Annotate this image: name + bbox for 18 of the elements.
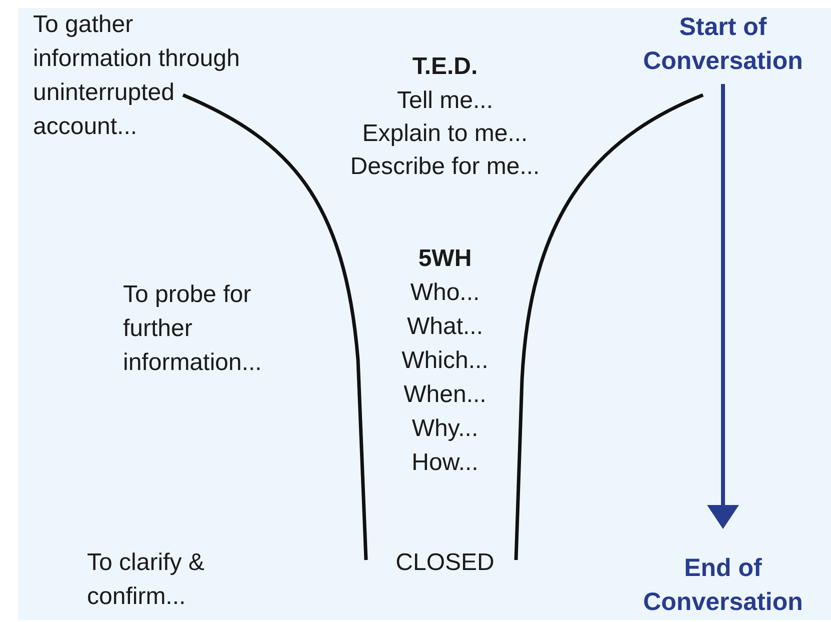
note-text: Explain to me...: [362, 119, 528, 149]
arrow: [707, 84, 739, 529]
note-text: CLOSED: [396, 548, 494, 578]
note-text: Why...: [412, 414, 478, 444]
note-text: What...: [406, 312, 484, 342]
note-text: Describe for me...: [350, 152, 540, 182]
note-text: Who...: [410, 278, 480, 308]
note-text: When...: [404, 380, 486, 410]
note-text: To clarify & confirm...: [87, 548, 206, 612]
heading-text: 5WH: [418, 244, 472, 274]
note-text: Which...: [402, 346, 488, 376]
note-text: To probe for further information...: [123, 280, 263, 378]
heading-text: T.E.D.: [412, 52, 478, 82]
stage-label: End of Conversation: [623, 551, 823, 619]
stage-label: Start of Conversation: [623, 10, 823, 78]
note-text: How...: [412, 448, 478, 478]
note-text: Tell me...: [396, 86, 494, 116]
note-text: To gather information through uninterrupted account...: [33, 10, 241, 142]
